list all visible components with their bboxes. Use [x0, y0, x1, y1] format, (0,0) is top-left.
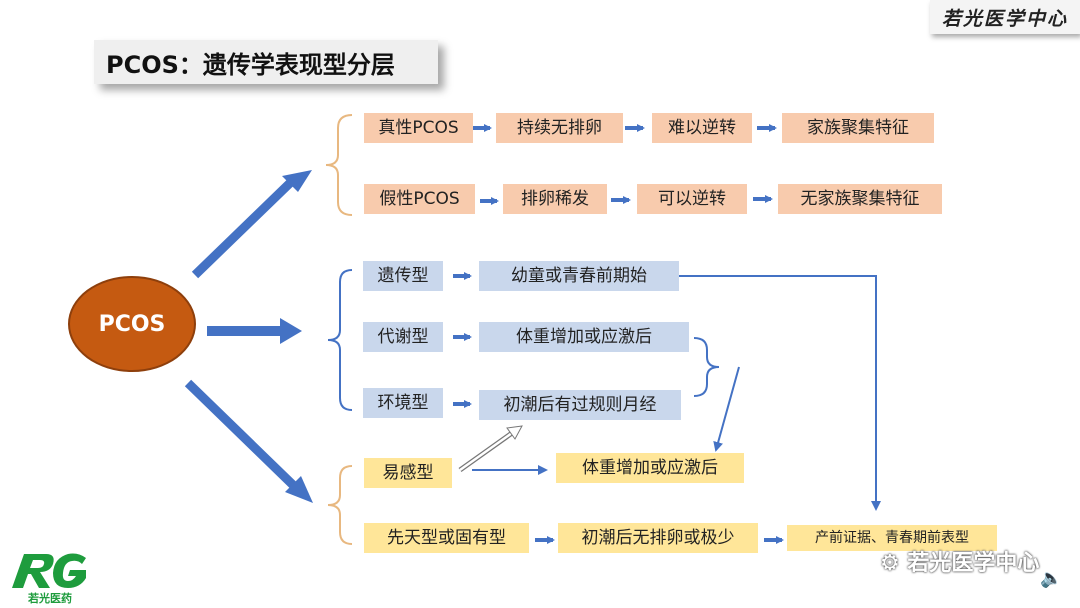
company-logo: 若光医药	[6, 548, 94, 606]
wechat-icon: ⚙	[880, 551, 900, 576]
prenatal-evidence-box: 产前证据、青春期前表型	[787, 525, 997, 551]
oligo-ovulation-box: 排卵稀发	[503, 184, 607, 214]
brace-group2	[327, 269, 353, 411]
environment-type-box: 环境型	[363, 388, 443, 418]
no-familial-aggregation-box: 无家族聚集特征	[778, 184, 942, 214]
reversible-box: 可以逆转	[637, 184, 747, 214]
childhood-onset-box: 幼童或青春前期始	[479, 261, 679, 291]
main-arrow-down	[184, 379, 313, 503]
watermark-text: 若光医学中心	[907, 551, 1040, 576]
congenital-type-box: 先天型或固有型	[364, 523, 529, 553]
hard-to-reverse-box: 难以逆转	[652, 113, 752, 143]
brace-group3	[327, 465, 353, 545]
regular-menses-box: 初潮后有过规则月经	[479, 390, 681, 420]
hollow-arrow-to-environment	[458, 425, 523, 473]
true-pcos-box: 真性PCOS	[364, 113, 473, 143]
logo-text: 若光医药	[28, 592, 72, 605]
rg-logo-icon	[12, 553, 86, 588]
speaker-icon[interactable]: 🔈	[1040, 568, 1063, 589]
genetic-type-box: 遗传型	[363, 261, 443, 291]
merge-to-susceptible-arrow	[713, 366, 740, 452]
pcos-center-node: PCOS	[68, 276, 196, 372]
wechat-watermark: ⚙ 若光医学中心	[880, 545, 1039, 577]
susceptible-type-box: 易感型	[364, 458, 452, 488]
main-arrow-right	[207, 318, 302, 344]
metabolic-type-box: 代谢型	[363, 322, 443, 352]
pseudo-pcos-box: 假性PCOS	[364, 184, 475, 214]
main-arrow-up	[191, 170, 312, 279]
row-arrows	[453, 124, 784, 544]
susceptible-weight-gain-box: 体重增加或应激后	[556, 453, 744, 483]
genetic-to-prenatal-arrow	[679, 275, 881, 511]
page-title: PCOS：遗传学表现型分层	[94, 40, 438, 84]
continuous-anovulation-box: 持续无排卵	[496, 113, 623, 143]
brand-label: 若光医学中心	[930, 0, 1080, 34]
weight-gain-stress-box: 体重增加或应激后	[479, 322, 689, 352]
familial-aggregation-box: 家族聚集特征	[782, 113, 934, 143]
brace-merge	[693, 337, 720, 397]
brace-group1	[325, 114, 353, 216]
anovulation-after-menarche-box: 初潮后无排卵或极少	[558, 523, 758, 553]
